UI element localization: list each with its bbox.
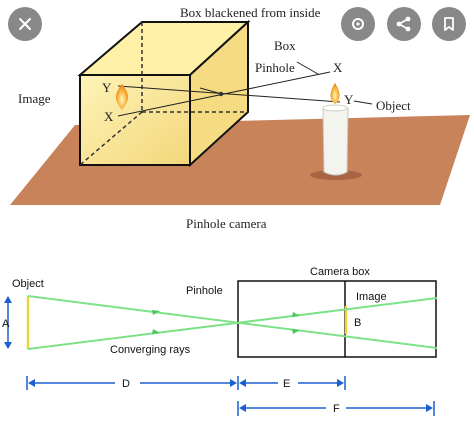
ray-diagram: Object A Pinhole Camera box Image B Conv… <box>2 266 438 416</box>
share-button[interactable] <box>387 7 421 41</box>
label-f: F <box>333 403 340 415</box>
dimension-a <box>4 296 12 349</box>
label-box: Box <box>274 38 296 53</box>
label-y-right: Y <box>344 92 354 107</box>
label-object-top: Object <box>376 98 411 113</box>
label-box-blackened: Box blackened from inside <box>180 5 321 20</box>
share-icon <box>396 16 411 32</box>
label-x-top: X <box>333 60 343 75</box>
close-button[interactable] <box>8 7 42 41</box>
label-y-left: Y <box>102 80 112 95</box>
camera-box <box>237 280 437 358</box>
image-flame <box>116 84 128 110</box>
label-converging-rays: Converging rays <box>110 344 191 356</box>
label-pinhole-top: Pinhole <box>255 60 295 75</box>
label-b: B <box>354 317 361 329</box>
dimension-d <box>26 376 239 390</box>
label-a: A <box>2 318 10 330</box>
dimension-f <box>237 401 435 416</box>
label-x-left: X <box>104 109 114 124</box>
label-pinhole-bottom: Pinhole <box>186 285 223 297</box>
box-front-face <box>79 74 191 166</box>
bookmark-icon <box>444 17 454 31</box>
label-camera-box: Camera box <box>310 266 370 278</box>
lens-button[interactable] <box>341 7 375 41</box>
lens-icon <box>352 18 364 30</box>
ray-bottom <box>27 297 438 350</box>
pinhole-camera-illustration: Box blackened from inside Box Pinhole Im… <box>10 5 470 231</box>
caption-pinhole-camera: Pinhole camera <box>186 216 267 231</box>
ray-y-bottom <box>117 85 341 103</box>
pinhole-dot <box>218 91 224 97</box>
label-d: D <box>122 378 130 390</box>
label-image-top: Image <box>18 91 51 106</box>
label-e: E <box>283 378 290 390</box>
bookmark-button[interactable] <box>432 7 466 41</box>
label-image-bottom: Image <box>356 291 387 303</box>
close-icon <box>19 18 31 30</box>
label-object-bottom: Object <box>12 278 44 290</box>
ray-top <box>27 295 438 349</box>
dimension-e <box>239 376 346 390</box>
candle <box>322 83 349 176</box>
